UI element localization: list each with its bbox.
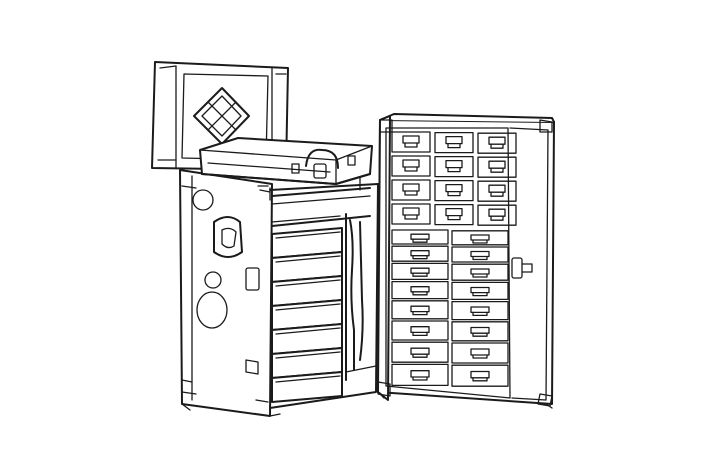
drawer-pull-icon [410, 347, 430, 358]
large-drawer [451, 230, 509, 246]
small-drawer [434, 203, 474, 226]
drawer-pull-icon [470, 306, 490, 317]
latch-icon [245, 267, 260, 291]
drawer-pull-icon [470, 268, 490, 278]
small-drawer [391, 131, 431, 153]
handle-plate-icon [213, 216, 243, 258]
drawer-pull-icon [410, 233, 430, 243]
drawer-pull-icon [470, 348, 490, 359]
small-drawer [477, 156, 517, 178]
large-drawer [451, 321, 509, 342]
suitcase-handle-icon [305, 148, 339, 179]
sticker-round-top [192, 189, 214, 211]
drawer-pull-icon [445, 135, 463, 149]
trunk-box-drawer [271, 299, 343, 331]
small-drawer [434, 131, 474, 154]
small-drawer [477, 132, 517, 154]
large-drawer [391, 320, 449, 341]
small-drawer [477, 180, 517, 202]
sticker-small [204, 271, 222, 289]
small-drawer [477, 204, 517, 226]
drawer-pull-icon [470, 250, 490, 261]
drawer-pull-icon [470, 370, 490, 382]
large-drawer [391, 262, 449, 281]
small-drawer [391, 155, 431, 177]
drawer-pull-icon [445, 183, 463, 197]
trunk-box-drawer [271, 371, 343, 403]
drawer-pull-icon [410, 326, 430, 337]
trunk-body [179, 169, 379, 417]
drawer-pull-icon [470, 326, 490, 337]
drawer-pull-icon [410, 250, 430, 260]
drawer-pull-icon [488, 160, 506, 173]
sticker-oval [196, 291, 228, 329]
large-drawer [391, 280, 449, 300]
drawer-pull-icon [488, 208, 506, 221]
large-drawer [391, 363, 449, 387]
small-drawer-grid [391, 131, 517, 226]
drawer-cabinet [377, 113, 555, 407]
large-drawer [391, 300, 449, 320]
drawer-pull-icon [470, 234, 490, 244]
top-suitcase [199, 137, 373, 201]
large-drawer [451, 263, 509, 281]
drawer-pull-icon [445, 207, 463, 221]
large-drawer [451, 246, 509, 263]
drawer-pull-icon [402, 207, 420, 220]
drawer-pull-icon [470, 286, 490, 297]
large-drawer [451, 342, 509, 364]
large-drawer-grid [391, 229, 509, 387]
drawer-pull-icon [410, 370, 430, 381]
drawer-pull-icon [402, 135, 420, 148]
large-drawer [391, 229, 449, 245]
large-drawer [391, 341, 449, 363]
large-drawer [451, 281, 509, 301]
small-drawer [434, 179, 474, 202]
large-drawer [451, 364, 509, 387]
drawer-pull-icon [402, 159, 420, 172]
small-drawer [391, 179, 431, 201]
small-drawer [434, 155, 474, 178]
trunk-drawer-stack [271, 227, 343, 403]
large-drawer [451, 300, 509, 321]
small-drawer [391, 203, 431, 225]
drawer-pull-icon [402, 183, 420, 196]
drawer-pull-icon [445, 159, 463, 173]
side-latch-icon [511, 257, 533, 279]
drawer-pull-icon [410, 267, 430, 277]
large-drawer [391, 245, 449, 262]
hanging-compartment [271, 187, 377, 381]
drawer-pull-icon [488, 136, 506, 149]
drawer-pull-icon [488, 184, 506, 197]
drawer-pull-icon [410, 286, 430, 296]
drawer-pull-icon [410, 305, 430, 316]
open-trunk [151, 61, 379, 417]
